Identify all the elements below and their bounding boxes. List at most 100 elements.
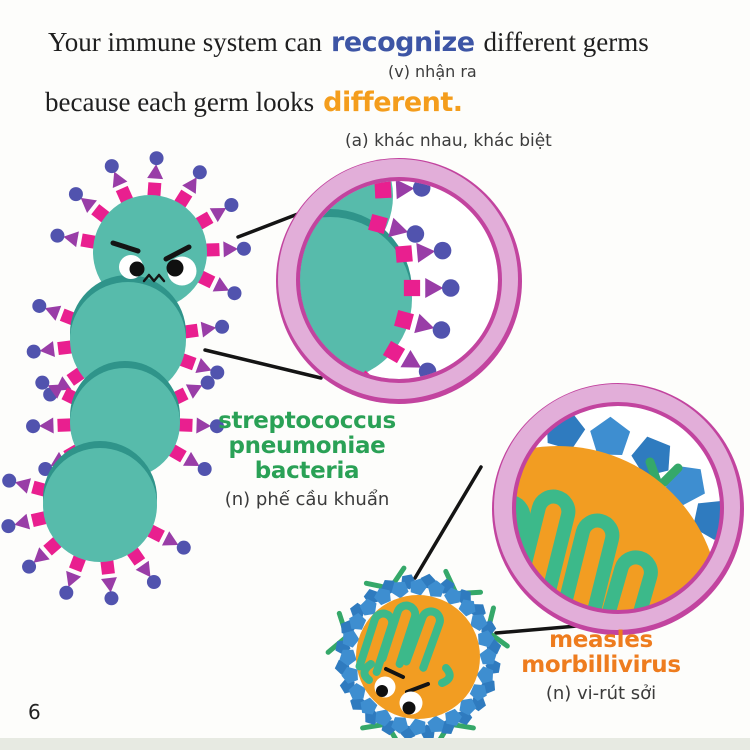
antigen-triangle-icon xyxy=(66,570,82,588)
page-edge-strip xyxy=(0,738,750,750)
antigen-square-icon xyxy=(395,245,413,263)
antigen-triangle-icon xyxy=(388,217,409,238)
antigen-circle-icon xyxy=(200,375,215,390)
pentagon-spike-icon xyxy=(409,718,426,736)
antigen-circle-icon xyxy=(26,344,41,359)
pentagon-spike-icon xyxy=(444,587,461,605)
antigen-triangle-icon xyxy=(161,531,179,546)
pentagon-spike-icon xyxy=(692,500,721,540)
bacteria-face xyxy=(110,240,197,286)
antigen-square-icon xyxy=(184,323,199,339)
antigen-circle-icon xyxy=(1,519,16,534)
antigen-triangle-icon xyxy=(400,349,422,368)
rna-coil-tail xyxy=(438,664,454,687)
headline-keyword-recognize: recognize xyxy=(331,27,475,58)
antigen-square-icon xyxy=(31,480,48,497)
antigen-circle-icon xyxy=(104,591,119,606)
antigen-circle-icon xyxy=(38,462,53,476)
virus-label-line1: measles xyxy=(549,627,653,653)
antigen-circle-icon xyxy=(32,298,47,313)
antigen-circle-icon xyxy=(224,198,239,212)
antigen-triangle-icon xyxy=(135,560,151,578)
pentagon-spike-icon xyxy=(631,436,671,477)
antigen-square-icon xyxy=(368,214,388,234)
antigen-circle-icon xyxy=(22,559,37,574)
antigen-circle-icon xyxy=(236,241,251,256)
antigen-square-icon xyxy=(80,233,96,249)
antigen-triangle-icon xyxy=(195,357,212,374)
antigen-circle-icon xyxy=(433,241,452,260)
antigen-triangle-icon xyxy=(183,451,200,466)
pentagon-spike-icon xyxy=(427,715,445,733)
antigen-square-icon xyxy=(69,555,86,573)
antigen-circle-icon xyxy=(149,151,164,166)
antigen-triangle-icon xyxy=(14,478,31,494)
bacteria-label-line1: streptococcus xyxy=(218,408,396,434)
rna-coil xyxy=(515,489,576,611)
bacteria-left-pupil xyxy=(129,261,145,277)
rna-coil xyxy=(588,550,658,611)
pentagon-spike-icon xyxy=(476,666,494,684)
antigen-triangle-icon xyxy=(47,384,65,399)
rna-coil xyxy=(378,601,420,668)
antigen-square-icon xyxy=(57,340,72,356)
antigen-triangle-icon xyxy=(414,313,435,334)
pentagon-spike-icon xyxy=(341,666,358,684)
virus-label-line2: morbillivirus xyxy=(521,652,681,678)
virus-illustration xyxy=(325,565,510,748)
bacteria-cell-zoomed xyxy=(300,217,412,379)
pentagon-spike-icon xyxy=(410,578,427,596)
virus-label-translation: (n) vi-rút sởi xyxy=(545,683,657,704)
pentagon-spike-icon xyxy=(348,683,366,700)
antigen-triangle-icon xyxy=(39,341,55,358)
bacteria-right-eyebrow xyxy=(163,244,192,262)
antigen-circle-icon xyxy=(35,375,50,390)
antigen-circle-icon xyxy=(209,419,224,434)
antigen-circle-icon xyxy=(2,473,17,488)
virus-left-eyebrow xyxy=(384,667,405,679)
rna-coil xyxy=(515,494,531,611)
pentagon-spike-icon xyxy=(469,684,487,701)
antigen-circle-icon xyxy=(192,165,207,180)
bacteria-right-pupil xyxy=(166,259,184,277)
antigen-circle-icon xyxy=(50,228,65,243)
antigen-circle-icon xyxy=(210,365,225,380)
rna-coil-tail xyxy=(360,660,375,684)
bacteria-label: streptococcus pneumoniae bacteria (n) ph… xyxy=(207,408,407,511)
antigen-square-icon xyxy=(206,243,220,257)
rna-coil xyxy=(402,607,444,672)
antigen-square-icon xyxy=(57,418,71,432)
antigen-square-icon xyxy=(115,185,133,204)
pentagon-spike-icon xyxy=(360,697,378,715)
virus-right-eyebrow xyxy=(405,682,430,694)
bacteria-left-eyebrow xyxy=(110,240,141,254)
antigen-triangle-icon xyxy=(196,417,211,434)
virus-label: measles morbillivirus (n) vi-rút sởi xyxy=(501,627,701,705)
antigen-circle-icon xyxy=(442,279,460,297)
headline-line2-prefix: because each germ looks xyxy=(45,87,315,117)
antigen-circle-icon xyxy=(432,321,451,339)
antigen-square-icon xyxy=(147,524,165,543)
antigen-circle-icon xyxy=(227,286,242,301)
antigen-circle-icon xyxy=(68,187,83,202)
rna-coil xyxy=(552,513,620,611)
bacteria-label-line3: bacteria xyxy=(254,458,360,484)
antigen-square-icon xyxy=(374,181,392,199)
antigen-circle-icon xyxy=(26,419,41,434)
headline-line1-prefix: Your immune system can xyxy=(48,27,322,57)
pentagon-spike-icon xyxy=(375,709,392,727)
page-number: 6 xyxy=(28,700,41,724)
antigen-triangle-icon xyxy=(14,513,31,530)
antigen-square-icon xyxy=(30,511,47,527)
antigen-square-icon xyxy=(100,560,115,575)
antigen-square-icon xyxy=(147,182,162,197)
bacteria-cell xyxy=(43,448,157,562)
headline-line2: because each germ looks different. xyxy=(45,87,463,118)
antigen-square-icon xyxy=(382,340,406,364)
pentagon-spike-icon xyxy=(349,613,367,630)
antigen-triangle-icon xyxy=(101,577,117,593)
antigen-triangle-icon xyxy=(223,241,238,258)
pentagon-spike-icon xyxy=(374,588,391,606)
bacteria-mouth xyxy=(142,273,166,283)
